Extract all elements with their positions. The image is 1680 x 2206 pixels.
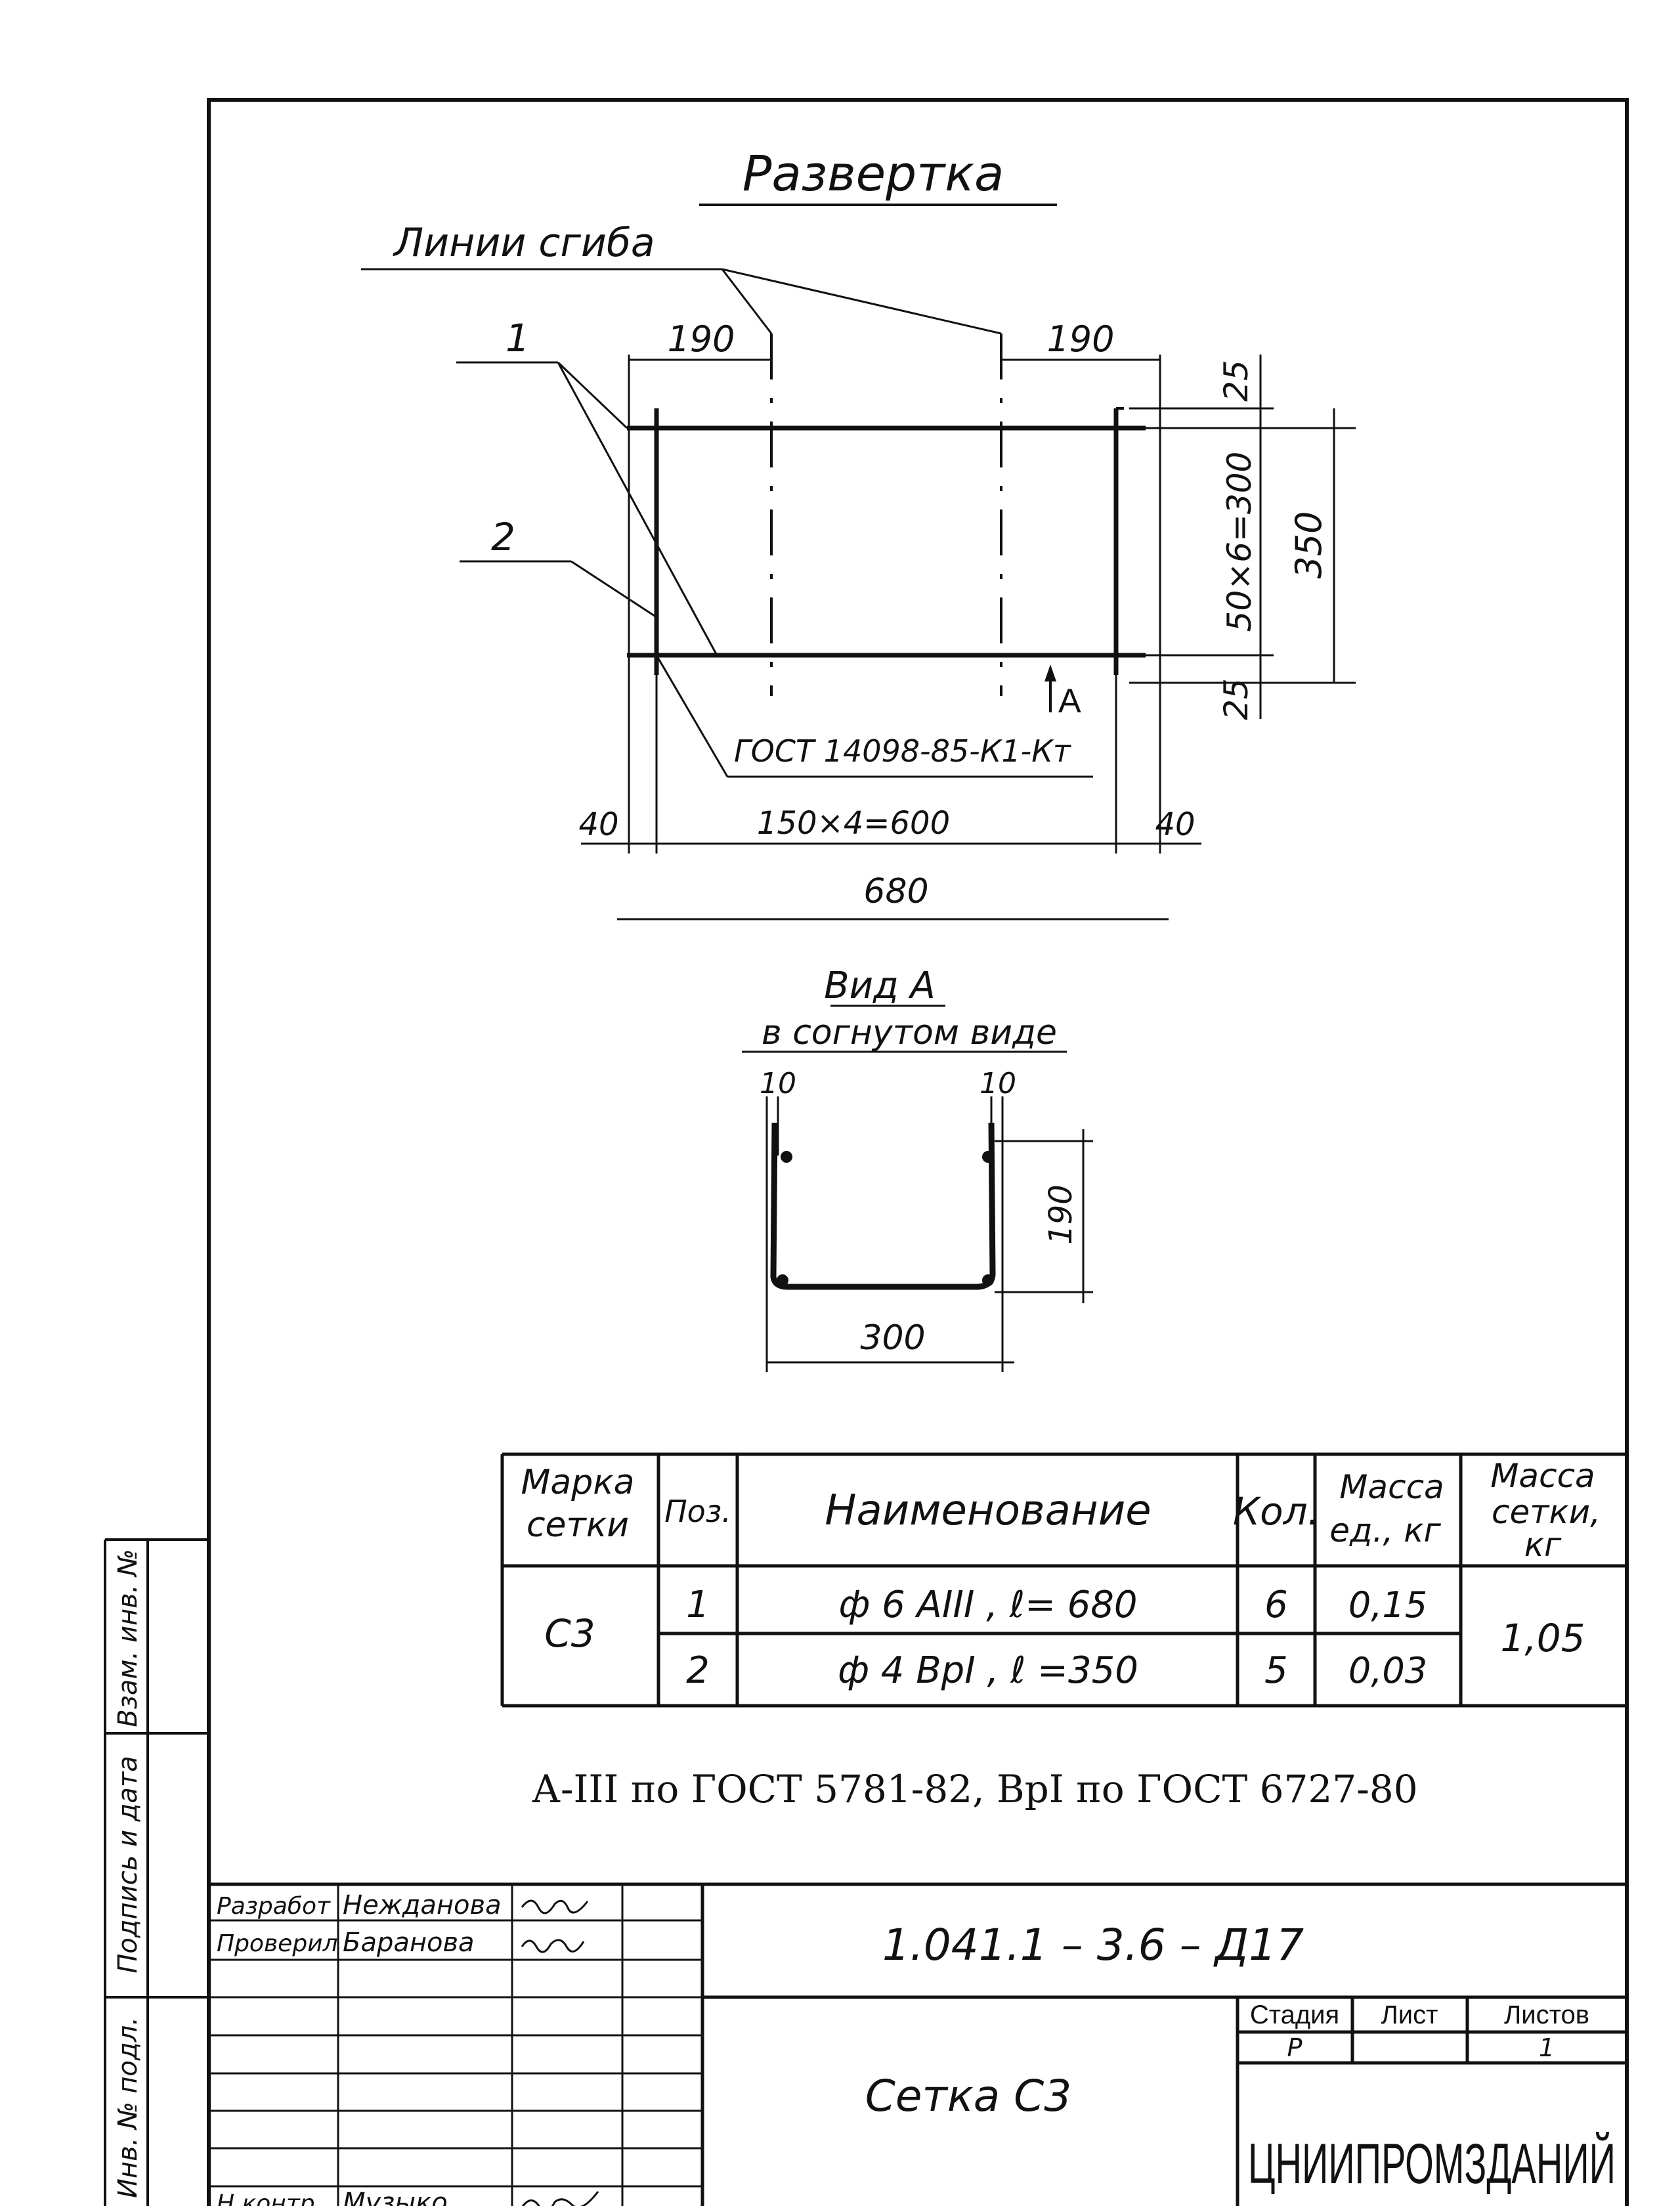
header-unit-mass-line1: Масса — [1339, 1468, 1444, 1506]
callout-2-leader — [571, 560, 657, 618]
dim-right-190: 190 — [1046, 318, 1114, 360]
dim-right-40: 40 — [1155, 806, 1195, 843]
bend-lines-leader-a — [721, 269, 773, 334]
header-mark-line1: Марка — [521, 1463, 634, 1502]
header-unit-mass-line2: ед., кг — [1329, 1511, 1441, 1549]
drawing-frame — [207, 98, 1629, 2206]
callout-1-leader-b — [557, 362, 718, 656]
row2-qty: 5 — [1264, 1649, 1288, 1692]
row1-qty: 6 — [1264, 1584, 1288, 1626]
name-norm-control: Музыко — [343, 2188, 448, 2206]
side-stamp-replaces: Взам. инв. № — [113, 1549, 143, 1727]
header-mesh-mass-line3: кг — [1524, 1526, 1562, 1564]
dim-bottom-25: 25 — [1217, 678, 1255, 720]
side-stamp: Взам. инв. № Подпись и дата Инв. № подл. — [104, 1538, 209, 2206]
steel-standards-note: А-III по ГОСТ 5781-82, ВрI по ГОСТ 6727-… — [532, 1767, 1418, 1811]
dim-height-350: 350 — [1288, 511, 1329, 578]
dim-right-10: 10 — [980, 1067, 1016, 1100]
bar-section-3 — [777, 1274, 788, 1286]
drawing-title: Развертка — [743, 146, 1004, 202]
role-checker: Проверил — [217, 1930, 338, 1957]
bar-section-2 — [982, 1151, 994, 1163]
header-pos: Поз. — [664, 1494, 731, 1529]
signature-checker — [521, 1939, 585, 1953]
view-arrow-label: А — [1058, 682, 1081, 720]
organization-name: ЦНИИПРОМЗДАНИЙ — [1248, 2132, 1616, 2195]
view-a-drawing: Вид А в согнутом виде 10 10 190 300 — [742, 964, 1093, 1372]
callout-1-leader-a — [557, 361, 628, 429]
callout-1: 1 — [506, 316, 530, 360]
dim-total-680: 680 — [863, 872, 928, 911]
callout-2: 2 — [491, 515, 515, 559]
header-qty: Кол. — [1233, 1489, 1320, 1534]
row2-unit-mass: 0,03 — [1348, 1650, 1427, 1691]
sheets-value: 1 — [1539, 2033, 1555, 2062]
side-stamp-inventory: Инв. № подл. — [113, 2017, 143, 2198]
spec-table: Марка сетки Поз. Наименование Кол. Масса… — [500, 1452, 1625, 1708]
bent-mesh-profile — [770, 1122, 996, 1290]
title-block: Разработ Нежданова Проверил Баранова Н.к… — [209, 1882, 1627, 2206]
name-checker: Баранова — [343, 1928, 475, 1958]
header-mark-line2: сетки — [527, 1505, 629, 1545]
header-mesh-mass-line1: Масса — [1490, 1457, 1595, 1495]
cell-mesh-mass: 1,05 — [1500, 1616, 1585, 1660]
stage-value: Р — [1287, 2033, 1303, 2062]
bar-section-1 — [781, 1151, 792, 1163]
dim-width-300: 300 — [860, 1318, 925, 1358]
row2-pos: 2 — [686, 1649, 710, 1692]
cell-mark: С3 — [544, 1611, 595, 1656]
weld-note-leader — [655, 655, 729, 777]
role-developer: Разработ — [217, 1893, 331, 1920]
signature-developer — [521, 1899, 589, 1914]
bar-section-4 — [982, 1274, 994, 1286]
row1-name: ф 6 АIII , ℓ= 680 — [838, 1584, 1137, 1626]
view-a-subtitle: в согнутом виде — [762, 1013, 1057, 1052]
dim-pitch-horizontal: 150×4=600 — [757, 805, 950, 842]
sheet-title: Сетка С3 — [865, 2071, 1072, 2121]
view-arrow-head — [1045, 664, 1056, 681]
signature-norm-control — [521, 2191, 599, 2206]
dim-pitch-vertical: 50×6=300 — [1220, 452, 1259, 632]
bend-lines-label: Линии сгиба — [393, 220, 655, 266]
dim-left-190: 190 — [667, 318, 735, 360]
drawing-designation: 1.041.1 – 3.6 – Д17 — [882, 1920, 1304, 1970]
dim-height-190: 190 — [1043, 1184, 1079, 1245]
side-stamp-signature-date: Подпись и дата — [113, 1756, 143, 1973]
header-mesh-mass-line2: сетки, — [1492, 1493, 1601, 1531]
view-a-title: Вид А — [824, 964, 936, 1007]
bend-lines-leader-b — [722, 268, 1002, 335]
header-name: Наименование — [825, 1486, 1151, 1535]
row2-name: ф 4 ВрI , ℓ =350 — [838, 1649, 1138, 1692]
role-norm-control: Н.контр. — [217, 2190, 322, 2206]
row1-unit-mass: 0,15 — [1348, 1584, 1427, 1626]
development-drawing: Развертка Линии сгиба 1 2 190 190 — [361, 146, 1356, 920]
stage-header: Стадия — [1250, 2001, 1339, 2029]
dim-left-10: 10 — [760, 1067, 796, 1100]
sheet-header: Лист — [1381, 2001, 1438, 2029]
row1-pos: 1 — [686, 1584, 710, 1626]
name-developer: Нежданова — [343, 1890, 502, 1920]
weld-note: ГОСТ 14098-85-К1-Кт — [734, 733, 1071, 769]
dim-top-25: 25 — [1217, 360, 1255, 402]
sheets-header: Листов — [1504, 2001, 1589, 2029]
dim-left-40: 40 — [578, 806, 618, 843]
